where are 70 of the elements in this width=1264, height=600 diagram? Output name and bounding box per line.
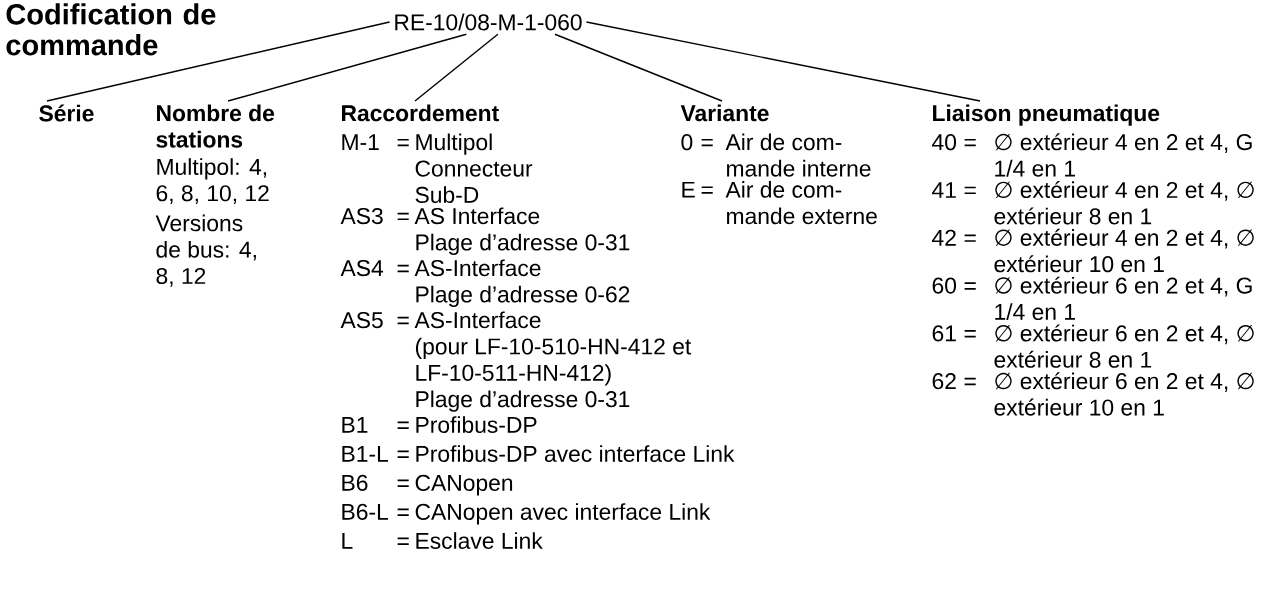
option-code: 40: [932, 134, 957, 151]
option-description: ∅ extérieur 6 en 2 et 4, ∅ extérieur 8 en 1: [994, 324, 1254, 368]
option-code: 62: [932, 373, 956, 390]
option-description: ∅ extérieur 4 en 2 et 4, ∅ extérieur 8 en 1: [994, 181, 1254, 225]
option-text: Multipol: 4, 6, 8, 10, 12: [156, 158, 269, 205]
option-code: E: [682, 181, 695, 198]
leader-line: [46, 21, 391, 102]
column-heading: Raccordement: [342, 104, 499, 122]
column-heading: Liaison pneumatique: [933, 104, 1160, 126]
title: Codification de commande: [6, 3, 216, 56]
option-code: B6-L: [342, 503, 389, 520]
equals-sign: =: [964, 186, 976, 195]
option-code: AS3: [340, 208, 383, 225]
leader-line: [414, 33, 499, 102]
option-code: B1-L: [342, 446, 389, 462]
option-code: 0: [681, 134, 693, 151]
option-code: M-1: [342, 134, 379, 151]
option-code: 60: [932, 277, 957, 294]
option-description: AS Interface: [414, 207, 540, 225]
equals-sign: =: [397, 537, 409, 545]
equals-sign: =: [964, 282, 976, 290]
equals-sign: =: [397, 450, 409, 458]
option-description: Connecteur Sub-D: [415, 160, 533, 203]
option-description: ∅ extérieur 4 en 2 et 4, ∅ extérieur 10 en 1: [994, 228, 1254, 273]
code-text: RE-10/08-M-1-060: [395, 13, 582, 31]
option-description: AS-Interface: [414, 259, 541, 277]
equals-sign: =: [397, 508, 409, 516]
column-heading: Série: [39, 104, 94, 122]
option-description: Plage d’adresse 0-31: [416, 233, 630, 256]
column-heading: Variante: [680, 104, 769, 122]
option-description: Air de com- mande interne: [725, 133, 871, 177]
option-description: CANopen: [415, 474, 513, 496]
option-description: Plage d’adresse 0-31: [416, 390, 630, 412]
option-description: Esclave Link: [416, 532, 543, 549]
option-description: Multipol: [416, 133, 492, 155]
equals-sign: =: [964, 138, 976, 147]
option-description: Profibus-DP avec interface Link: [416, 445, 735, 462]
equals-sign: =: [397, 421, 409, 429]
option-description: AS-Interface: [414, 311, 541, 329]
option-description: Air de com- mande externe: [725, 181, 877, 225]
option-code: AS4: [340, 260, 384, 277]
equals-sign: =: [397, 479, 409, 487]
equals-sign: =: [397, 138, 409, 147]
option-description: (pour LF-10-510-HN-412 et LF-10-511-HN-412): [415, 337, 692, 386]
option-description: ∅ extérieur 6 en 2 et 4, ∅ extérieur 10 en 1: [994, 372, 1254, 416]
option-code: B1: [342, 417, 368, 433]
equals-sign: =: [397, 212, 409, 221]
leader-line: [585, 21, 981, 102]
equals-sign: =: [964, 330, 976, 338]
column-heading: Nombre de stations: [156, 104, 275, 148]
equals-sign: =: [701, 186, 713, 194]
option-description: ∅ extérieur 4 en 2 et 4, G 1/4 en 1: [995, 133, 1252, 177]
option-code: 41: [932, 182, 956, 198]
option-code: AS5: [340, 312, 383, 329]
option-text: Versions de bus: 4, 8, 12: [155, 214, 256, 287]
equals-sign: =: [964, 234, 976, 242]
equals-sign: =: [397, 264, 409, 273]
equals-sign: =: [397, 316, 409, 325]
leader-line: [227, 33, 468, 102]
option-description: ∅ extérieur 6 en 2 et 4, G 1/4 en 1: [995, 276, 1252, 321]
option-description: Plage d’adresse 0-62: [416, 285, 630, 308]
leader-line: [554, 33, 723, 102]
equals-sign: =: [964, 377, 976, 386]
option-description: Profibus-DP: [416, 416, 537, 433]
option-code: 61: [932, 325, 956, 342]
option-description: CANopen avec interface Link: [415, 503, 711, 525]
option-code: L: [342, 533, 353, 549]
option-code: 42: [932, 229, 956, 246]
option-code: B6: [342, 474, 368, 491]
equals-sign: =: [701, 138, 713, 147]
